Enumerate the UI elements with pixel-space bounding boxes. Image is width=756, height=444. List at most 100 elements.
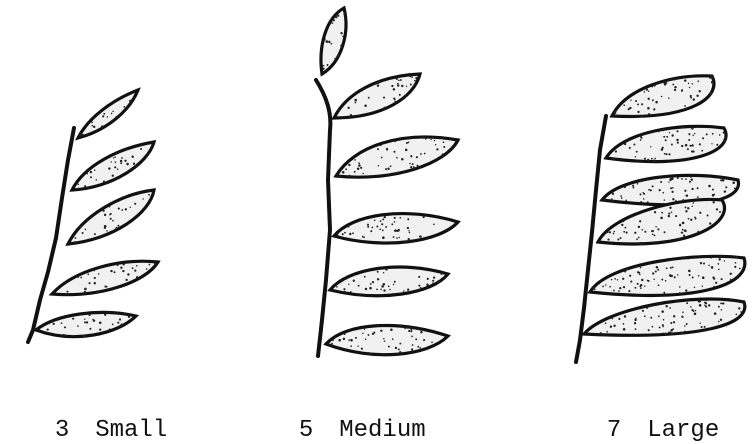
stipple-dot	[699, 90, 701, 92]
stipple-dot	[721, 278, 723, 280]
stipple-dot	[624, 186, 626, 188]
stipple-dot	[620, 237, 622, 239]
stipple-dot	[134, 203, 136, 205]
stipple-dot	[380, 289, 382, 291]
stipple-dot	[637, 111, 639, 113]
stipple-dot	[661, 310, 664, 313]
stipple-dot	[661, 148, 664, 151]
stipple-dot	[697, 196, 699, 198]
stipple-dot	[663, 319, 665, 321]
stipple-dot	[328, 41, 330, 43]
stipple-dot	[630, 100, 631, 101]
stipple-dot	[687, 258, 689, 260]
stipple-dot	[414, 80, 416, 82]
stipple-dot	[640, 267, 641, 268]
stipple-dot	[370, 283, 372, 285]
stipple-dot	[401, 85, 403, 87]
stipple-dot	[377, 278, 379, 280]
stipple-dot	[397, 84, 399, 86]
stipple-dot	[704, 301, 706, 303]
stipple-dot	[711, 81, 714, 84]
stipple-dot	[99, 328, 101, 330]
stipple-dot	[112, 324, 114, 326]
stipple-dot	[393, 236, 395, 238]
stipple-dot	[125, 279, 127, 281]
stipple-dot	[102, 115, 104, 117]
stipple-dot	[609, 286, 611, 288]
stipple-dot	[682, 199, 684, 201]
stipple-dot	[692, 277, 694, 279]
stipple-dot	[613, 325, 615, 327]
stipple-dot	[104, 314, 106, 316]
stipple-dot	[82, 232, 84, 234]
stipple-dot	[371, 227, 373, 229]
stipple-dot	[91, 125, 93, 127]
stipple-dot	[377, 148, 379, 150]
stipple-dot	[670, 267, 672, 269]
caption-large-label: Large	[647, 417, 719, 444]
caption-small-score: 3	[55, 417, 69, 444]
stipple-dot	[593, 287, 595, 289]
stipple-dot	[90, 171, 92, 173]
stipple-dot	[337, 234, 339, 236]
stipple-dot	[64, 326, 66, 328]
stipple-dot	[622, 220, 624, 222]
stipple-dot	[368, 334, 370, 336]
stipple-dot	[132, 267, 134, 269]
stipple-dot	[670, 178, 672, 180]
stipple-dot	[611, 279, 613, 281]
stipple-dot	[663, 136, 665, 138]
stipple-dot	[679, 109, 680, 110]
stipple-dots	[47, 13, 742, 355]
stipple-dot	[688, 139, 690, 141]
stipple-dot	[671, 211, 673, 213]
stipple-dot	[84, 318, 85, 319]
stipple-dot	[612, 200, 614, 202]
stipple-dot	[639, 193, 641, 195]
stipple-dot	[119, 318, 121, 320]
stipple-dot	[697, 231, 699, 233]
stipple-dot	[670, 187, 672, 189]
stipple-dot	[353, 280, 355, 282]
stipple-dot	[329, 341, 331, 343]
stipple-dot	[716, 144, 718, 146]
stipple-dot	[331, 343, 333, 345]
stipple-dot	[415, 338, 417, 340]
stipple-dot	[688, 133, 690, 135]
stipple-dot	[111, 113, 113, 115]
stipple-dot	[673, 321, 675, 323]
stipple-dot	[113, 157, 114, 158]
stipple-dot	[323, 65, 325, 67]
stipple-dot	[401, 158, 404, 161]
stipple-dot	[684, 331, 685, 332]
stipple-dot	[683, 126, 685, 128]
stipple-dot	[358, 162, 360, 164]
stipple-dot	[406, 241, 408, 243]
stipple-dot	[134, 270, 136, 272]
stipple-dot	[442, 153, 443, 154]
stipple-dot	[611, 198, 613, 200]
stipple-dot	[432, 282, 434, 284]
stipple-dot	[417, 165, 419, 167]
stipple-dot	[736, 314, 738, 316]
stipple-dot	[681, 127, 683, 129]
stipple-dot	[640, 287, 642, 289]
stipple-dot	[394, 221, 396, 223]
stipple-dot	[661, 96, 663, 98]
stipple-dot	[637, 103, 639, 105]
stipple-dot	[407, 227, 409, 229]
stipple-dot	[114, 166, 116, 168]
stipple-dot	[379, 228, 381, 230]
stipple-dot	[670, 79, 672, 81]
stipple-dot	[388, 285, 390, 287]
stipple-dot	[629, 107, 631, 109]
stipple-dot	[392, 338, 394, 340]
stipple-dot	[121, 157, 123, 159]
stipple-dot	[683, 235, 685, 237]
stipple-dot	[125, 208, 127, 210]
stipple-dot	[684, 190, 686, 192]
stipple-dot	[347, 225, 349, 227]
stipple-dot	[436, 148, 438, 150]
stipple-dot	[693, 98, 695, 100]
stipple-dot	[638, 272, 640, 274]
